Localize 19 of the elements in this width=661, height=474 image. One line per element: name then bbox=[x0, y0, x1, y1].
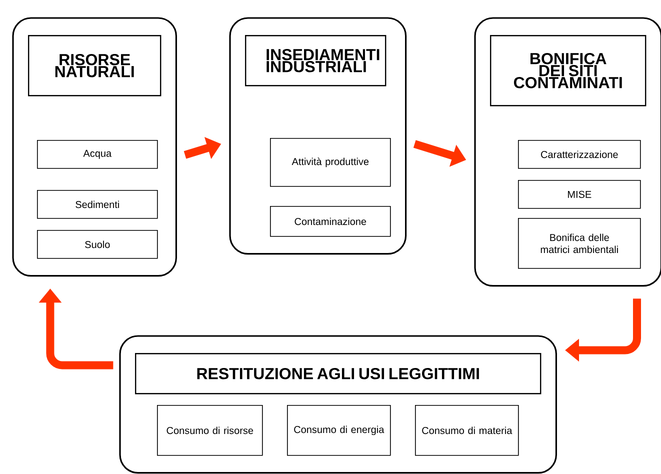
item-box: Consumo di risorse bbox=[157, 405, 263, 456]
heading-box: INSEDIAMENTI INDUSTRIALI bbox=[245, 35, 386, 86]
heading-box: RISORSE NATURALI bbox=[28, 35, 162, 96]
item-box: MISE bbox=[518, 180, 641, 209]
item-box: Consumo di materia bbox=[415, 405, 519, 456]
item-box: Acqua bbox=[37, 140, 158, 169]
stage-panel bbox=[474, 17, 661, 287]
item-box: Attività produttive bbox=[270, 138, 391, 187]
item-box: Consumo di energia bbox=[287, 405, 391, 456]
stage-panel bbox=[229, 17, 407, 255]
item-box: Sedimenti bbox=[37, 190, 158, 219]
stage-panel bbox=[12, 17, 177, 277]
item-box: Suolo bbox=[37, 230, 158, 259]
heading-box: RESTITUZIONE AGLI USI LEGGITTIMI bbox=[135, 353, 542, 394]
item-box: Caratterizzazione bbox=[518, 140, 641, 169]
item-box: Bonifica delle matrici ambientali bbox=[518, 218, 641, 269]
stage-panel bbox=[119, 335, 557, 474]
item-box: Contaminazione bbox=[270, 206, 391, 237]
heading-box: BONIFICA DEI SITI CONTAMINATI bbox=[490, 35, 646, 106]
